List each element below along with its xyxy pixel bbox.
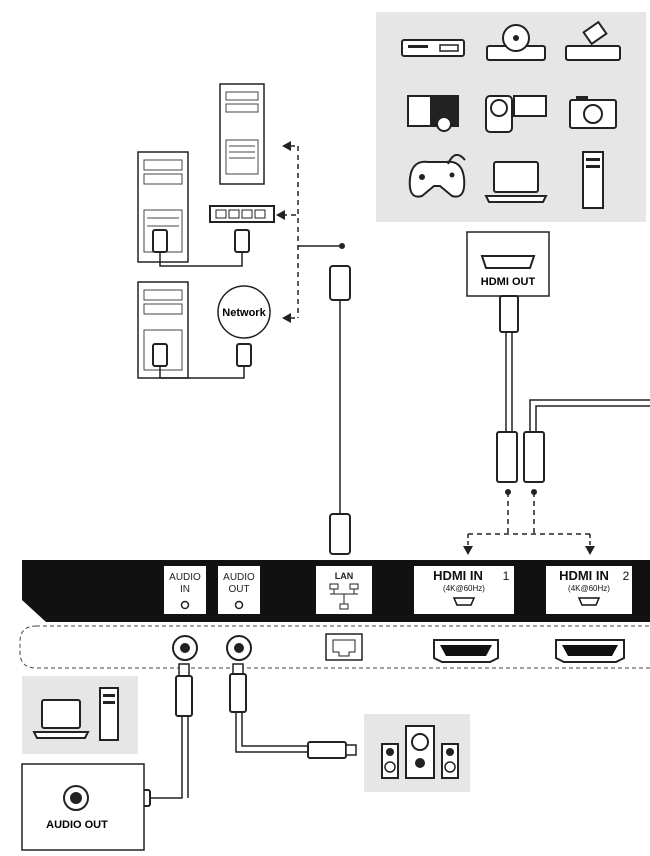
- hdmi-plug-icon: [496, 431, 545, 483]
- hdmi-dashed-links: [467, 492, 591, 546]
- svg-text:(4K@60Hz): (4K@60Hz): [443, 584, 485, 593]
- audio-out-source-box: AUDIO OUT: [21, 763, 145, 851]
- lan-port-label: LAN: [316, 566, 372, 614]
- svg-text:HDMI IN: HDMI IN: [433, 568, 483, 583]
- hdmi-cable: [505, 332, 650, 432]
- arrow-head-icon: [276, 141, 345, 323]
- audio-out-port-label: AUDIO OUT: [218, 566, 260, 614]
- game-controller-icon: [408, 153, 466, 198]
- rj45-plug-icon: [152, 229, 250, 253]
- svg-text:2: 2: [623, 569, 630, 583]
- dvd-player-icon: [486, 24, 546, 61]
- speakers-box: [364, 714, 470, 792]
- audio-cable: [150, 712, 308, 799]
- rj45-plug-icon: [152, 343, 252, 367]
- subwoofer-icon: [405, 725, 435, 779]
- audio-in-port-label: AUDIO IN: [164, 566, 206, 614]
- laptop-icon: [484, 161, 548, 203]
- svg-text:LAN: LAN: [335, 571, 354, 581]
- speaker-icon: [441, 743, 459, 779]
- audio-out-label: AUDIO OUT: [46, 819, 108, 831]
- arrow-head-icon: [463, 489, 595, 555]
- tv-monitor-icon: [407, 95, 459, 132]
- pc-tower-icon: [219, 83, 265, 185]
- rj45-plug-icon: [329, 265, 351, 555]
- network-cloud-icon: Network: [217, 285, 271, 339]
- desktop-tower-icon: [582, 151, 604, 209]
- hdmi-in-2-port-label: HDMI IN 2 (4K@60Hz): [546, 566, 632, 614]
- set-top-box-icon: [565, 20, 621, 61]
- camcorder-icon: [485, 95, 547, 133]
- laptop-icon: [32, 699, 90, 739]
- speaker-icon: [381, 743, 399, 779]
- svg-text:1: 1: [503, 569, 510, 583]
- svg-text:AUDIO: AUDIO: [223, 572, 255, 583]
- desktop-tower-icon: [99, 687, 119, 741]
- svg-text:IN: IN: [180, 584, 190, 595]
- port-strip: [19, 625, 650, 669]
- svg-text:AUDIO: AUDIO: [169, 572, 201, 583]
- svg-text:HDMI IN: HDMI IN: [559, 568, 609, 583]
- source-devices-group: [376, 12, 646, 222]
- network-switch-icon: [209, 205, 275, 223]
- blu-ray-player-icon: [401, 39, 465, 57]
- hdmi-plug-icon: [499, 295, 519, 333]
- network-label: Network: [222, 307, 266, 319]
- pc-audio-source-box: [22, 676, 138, 754]
- camera-icon: [569, 96, 617, 129]
- hdmi-in-1-port-label: HDMI IN 1 (4K@60Hz): [414, 566, 514, 614]
- svg-text:(4K@60Hz): (4K@60Hz): [568, 584, 610, 593]
- tv-rear-panel: AUDIO IN AUDIO OUT LAN HDMI IN 1 (4K@60H…: [22, 560, 650, 622]
- hdmi-out-label: HDMI OUT: [481, 276, 536, 288]
- lan-jack: [325, 633, 363, 661]
- svg-text:OUT: OUT: [228, 584, 249, 595]
- hdmi-source-box: HDMI OUT: [466, 231, 550, 297]
